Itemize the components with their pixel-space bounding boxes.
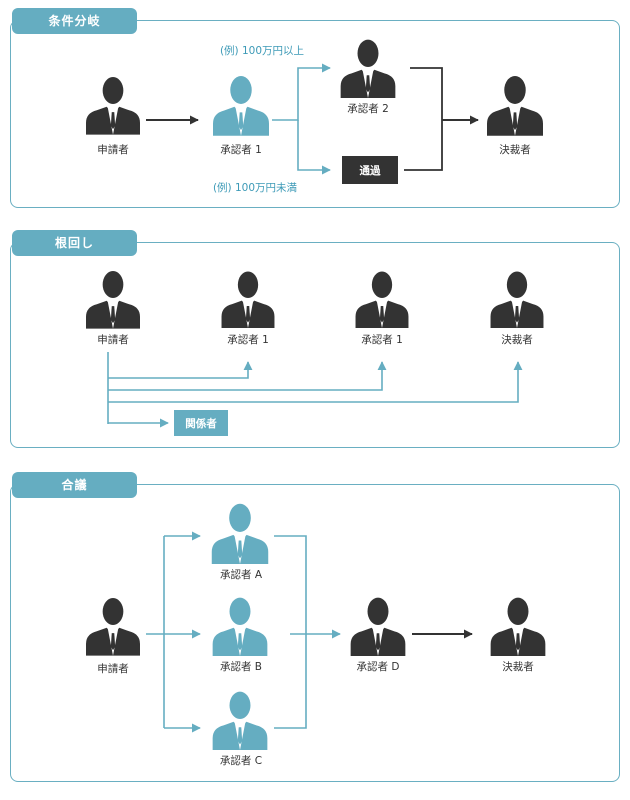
person-icon	[86, 271, 140, 329]
s1-final-node: 決裁者	[487, 76, 543, 156]
person-icon	[211, 503, 269, 564]
person-icon	[355, 271, 409, 328]
s3-final-label: 決裁者	[502, 660, 534, 673]
section-consultation-title: 合議	[12, 472, 137, 498]
person-icon	[490, 271, 544, 328]
s1-merge-bracket	[404, 67, 443, 171]
s1-approver1-node: 承認者 1	[213, 76, 269, 156]
s1-approver1-label: 承認者 1	[220, 143, 262, 156]
s3-applicant-node: 申請者	[86, 598, 140, 675]
s1-arrow-to-pass	[297, 120, 331, 175]
s1-approver2-node: 承認者 2	[340, 39, 396, 115]
s2-approver-b-label: 承認者 1	[361, 333, 403, 346]
s3-approver-a-node: 承認者 A	[211, 503, 269, 581]
person-icon	[221, 271, 275, 328]
person-icon	[213, 76, 269, 136]
person-icon	[86, 77, 140, 135]
s2-final-node: 決裁者	[490, 271, 544, 346]
s2-approver-b-node: 承認者 1	[355, 271, 409, 346]
s3-approver-b-label: 承認者 B	[220, 660, 262, 673]
s1-cond-upper: (例) 100万円以上	[220, 44, 304, 57]
s3-approver-d-label: 承認者 D	[357, 660, 400, 673]
s3-approver-c-node: 承認者 C	[212, 691, 268, 767]
s2-final-label: 決裁者	[501, 333, 533, 346]
s2-approver-a-node: 承認者 1	[221, 271, 275, 346]
s2-arrow-to-approver-b	[108, 361, 387, 391]
s3-approver-b-node: 承認者 B	[212, 597, 268, 673]
person-icon	[212, 691, 268, 750]
s1-cond-lower: (例) 100万円未満	[213, 181, 298, 194]
s2-applicant-label: 申請者	[97, 333, 129, 346]
s2-applicant-node: 申請者	[86, 271, 140, 346]
person-icon	[350, 597, 406, 656]
s2-related-box: 関係者	[174, 410, 228, 436]
s1-pass-label: 通過	[360, 164, 381, 177]
s2-arrow-to-final	[108, 361, 523, 403]
s3-approver-c-label: 承認者 C	[220, 754, 262, 767]
s3-applicant-label: 申請者	[97, 662, 129, 675]
person-icon	[487, 76, 543, 136]
s2-approver-a-label: 承認者 1	[227, 333, 269, 346]
s3-approver-d-node: 承認者 D	[350, 597, 406, 673]
s2-related-label: 関係者	[185, 417, 217, 430]
s3-join-bracket	[274, 535, 307, 729]
s1-approver2-label: 承認者 2	[347, 102, 389, 115]
person-icon	[490, 597, 546, 656]
section-conditional-title: 条件分岐	[12, 8, 137, 34]
s1-applicant-node: 申請者	[86, 77, 140, 156]
person-icon	[86, 598, 140, 656]
s2-arrow-to-approver-a	[108, 361, 253, 379]
s1-applicant-label: 申請者	[97, 143, 129, 156]
s1-final-label: 決裁者	[499, 143, 531, 156]
s1-arrow-to-approver2	[272, 63, 331, 121]
s1-pass-box: 通過	[342, 156, 398, 184]
section-nemawashi-title: 根回し	[12, 230, 137, 256]
person-icon	[212, 597, 268, 656]
person-icon	[340, 39, 396, 98]
s3-approver-a-label: 承認者 A	[220, 568, 263, 581]
s3-final-node: 決裁者	[490, 597, 546, 673]
